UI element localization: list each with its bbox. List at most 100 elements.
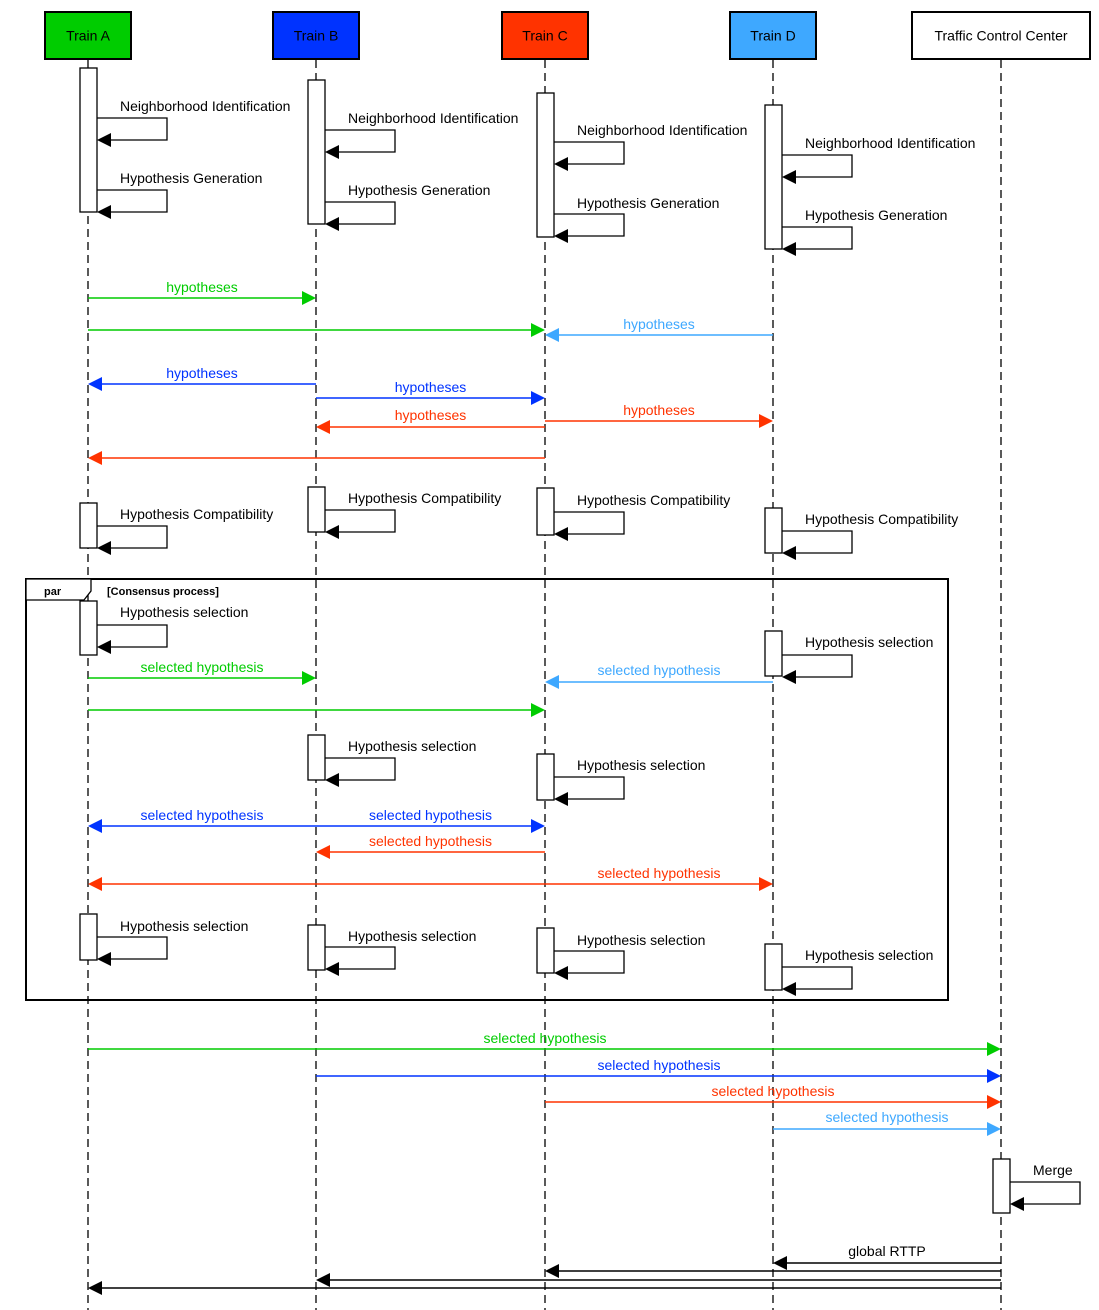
self-call-path — [1010, 1181, 1081, 1205]
self-call-path — [325, 129, 396, 153]
self-call-path — [554, 511, 625, 535]
self-call-arrowhead — [554, 792, 568, 806]
self-call-path — [554, 950, 625, 974]
self-call-label: Hypothesis Compatibility — [805, 511, 958, 527]
self-call-arrowhead — [554, 527, 568, 541]
message-label: selected hypothesis — [826, 1109, 949, 1125]
activation-bar — [79, 67, 98, 213]
self-call-path — [782, 530, 853, 554]
message: selected hypothesis — [316, 833, 545, 859]
participant-box-d — [729, 11, 817, 60]
self-call: Merge — [1010, 1162, 1081, 1211]
message — [88, 703, 545, 717]
participant-label-d: Train D — [750, 28, 795, 44]
self-call-label: Neighborhood Identification — [805, 135, 975, 151]
message: hypotheses — [88, 365, 316, 391]
self-call: Hypothesis Compatibility — [554, 492, 730, 541]
self-call: Hypothesis Generation — [554, 195, 719, 243]
message-label: hypotheses — [623, 316, 695, 332]
message-arrowhead — [545, 1264, 559, 1278]
participant-box-a — [44, 11, 132, 60]
self-call: Hypothesis Generation — [97, 170, 262, 219]
self-call-label: Neighborhood Identification — [577, 122, 747, 138]
self-call-label: Hypothesis Compatibility — [120, 506, 273, 522]
activation-bar — [307, 486, 326, 533]
message-arrowhead — [531, 819, 545, 833]
self-call-label: Hypothesis Generation — [577, 195, 719, 211]
message-arrowhead — [759, 877, 773, 891]
self-call: Hypothesis selection — [97, 604, 248, 654]
self-call: Hypothesis Compatibility — [782, 511, 958, 560]
self-call: Hypothesis selection — [97, 918, 248, 966]
message: selected hypothesis — [88, 807, 316, 833]
activation-bar — [307, 734, 326, 781]
self-call: Hypothesis selection — [325, 928, 476, 976]
par-frame: par [Consensus process] — [25, 578, 949, 1001]
self-call-path — [97, 525, 168, 549]
message-arrowhead — [759, 414, 773, 428]
message: hypotheses — [316, 379, 545, 405]
self-call-arrowhead — [97, 205, 111, 219]
message — [545, 1264, 1001, 1278]
message-arrowhead — [987, 1069, 1001, 1083]
self-call: Neighborhood Identification — [325, 110, 518, 159]
self-call: Hypothesis Generation — [325, 182, 490, 231]
messages: hypotheses hypotheses hypotheses hypotheses… — [88, 279, 1001, 1295]
par-frame-operator: par — [44, 586, 62, 598]
message-label: selected hypothesis — [484, 1030, 607, 1046]
activation-bar — [79, 913, 98, 961]
message: selected hypothesis — [316, 1057, 1001, 1083]
self-call-arrowhead — [325, 217, 339, 231]
activation-bars — [79, 67, 1011, 1214]
message-arrowhead — [316, 1273, 330, 1287]
message-label: selected hypothesis — [141, 659, 264, 675]
message-label: global RTTP — [848, 1243, 926, 1259]
self-call-arrowhead — [1010, 1197, 1024, 1211]
self-call-label: Hypothesis Compatibility — [348, 490, 501, 506]
message-label: selected hypothesis — [598, 865, 721, 881]
self-call: Hypothesis selection — [554, 757, 705, 806]
self-call-arrowhead — [782, 670, 796, 684]
participant-box-t — [911, 11, 1091, 60]
self-call-arrowhead — [97, 541, 111, 555]
self-call-arrowhead — [782, 982, 796, 996]
self-call-path — [782, 966, 853, 990]
self-call-arrowhead — [782, 170, 796, 184]
self-call-label: Hypothesis selection — [805, 634, 933, 650]
self-call-arrowhead — [325, 962, 339, 976]
activation-bar — [536, 92, 555, 238]
self-call: Hypothesis selection — [554, 932, 705, 980]
self-call: Neighborhood Identification — [97, 98, 290, 147]
self-call: Hypothesis Generation — [782, 207, 947, 256]
activation-bar — [764, 630, 783, 677]
activation-bar — [536, 487, 555, 536]
self-call-label: Hypothesis selection — [577, 757, 705, 773]
self-call-path — [325, 509, 396, 533]
participant-box-c — [501, 11, 589, 60]
message-label: hypotheses — [395, 379, 467, 395]
self-call-path — [97, 189, 168, 213]
message: selected hypothesis — [88, 659, 316, 685]
self-call: Hypothesis selection — [325, 738, 476, 787]
message — [88, 323, 545, 337]
message: selected hypothesis — [773, 1109, 1001, 1136]
self-call-arrowhead — [554, 966, 568, 980]
message-label: hypotheses — [166, 279, 238, 295]
self-call-path — [97, 936, 168, 960]
message — [88, 451, 545, 465]
activation-bar — [307, 924, 326, 971]
message-label: selected hypothesis — [369, 807, 492, 823]
message-label: selected hypothesis — [369, 833, 492, 849]
message-label: selected hypothesis — [141, 807, 264, 823]
message-arrowhead — [987, 1122, 1001, 1136]
self-call-label: Hypothesis selection — [348, 928, 476, 944]
self-call-label: Neighborhood Identification — [120, 98, 290, 114]
self-call-label: Hypothesis Generation — [120, 170, 262, 186]
self-call-path — [325, 946, 396, 970]
self-call: Hypothesis selection — [782, 947, 933, 996]
message: hypotheses — [545, 316, 773, 342]
participant-label-t: Traffic Control Center — [934, 28, 1067, 44]
message-label: selected hypothesis — [598, 662, 721, 678]
message-arrowhead — [302, 671, 316, 685]
participant-label-a: Train A — [66, 28, 110, 44]
